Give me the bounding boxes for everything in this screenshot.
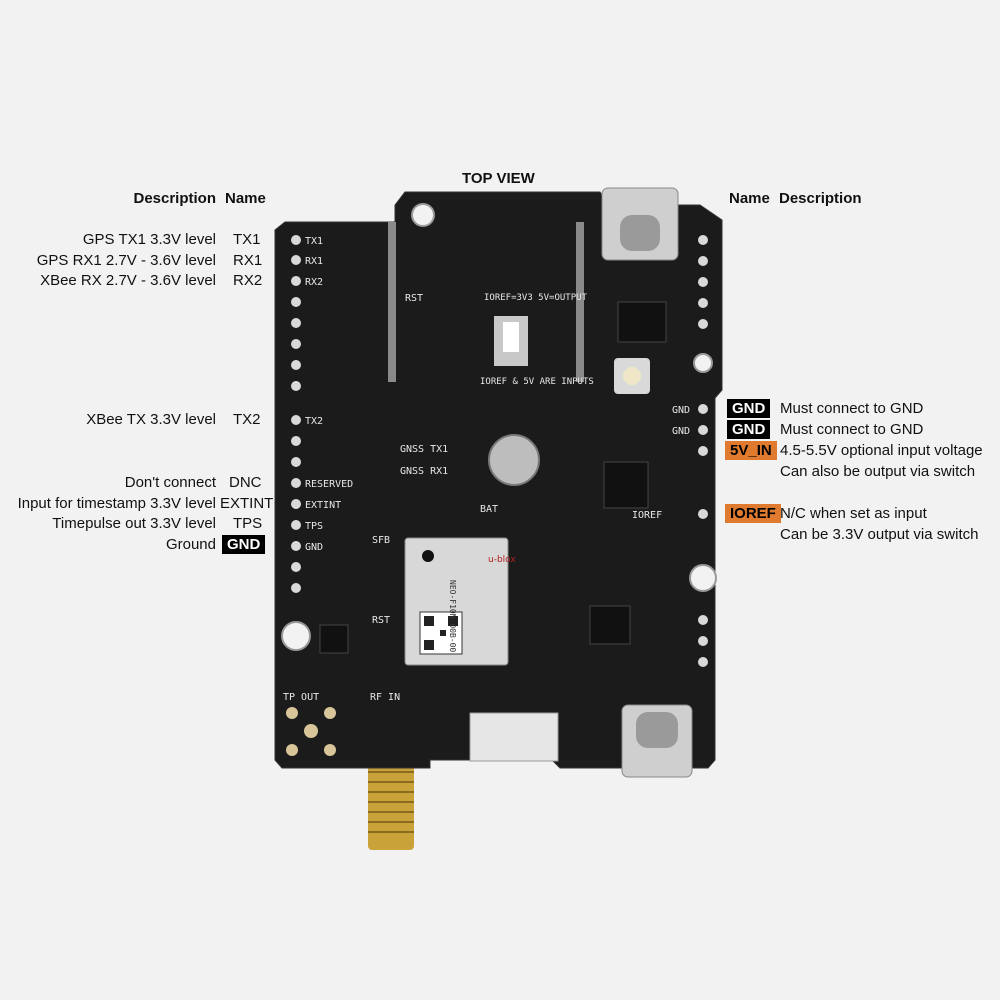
svg-text:RX1: RX1: [305, 256, 323, 267]
pin-description-gnd-1: Must connect to GND: [780, 400, 924, 417]
svg-text:RX2: RX2: [305, 277, 323, 288]
pin-name-extint: EXTINT: [220, 495, 274, 512]
svg-text:TX2: TX2: [305, 416, 323, 427]
pin-name-tps: TPS: [233, 515, 263, 532]
pin-description-tps: Timepulse out 3.3V level: [52, 515, 216, 532]
svg-text:RESERVED: RESERVED: [305, 479, 353, 490]
pin-name-gnd-1: GND: [727, 399, 771, 418]
gps-module: u-blox NEO-F10N-00B-00: [404, 537, 516, 666]
svg-text:RF IN: RF IN: [370, 692, 400, 703]
pin-description-gnd-2: Must connect to GND: [780, 421, 924, 438]
svg-text:RST: RST: [405, 293, 423, 304]
svg-text:TP OUT: TP OUT: [283, 692, 319, 703]
svg-text:GND: GND: [672, 405, 690, 416]
left-description-header: Description: [133, 190, 216, 207]
module-part: NEO-F10N-00B-00: [448, 580, 457, 652]
pin-description-5v-in: 4.5-5.5V optional input voltage: [780, 442, 983, 459]
pin-description-extint: Input for timestamp 3.3V level: [17, 495, 216, 512]
pin-description-tx1: GPS TX1 3.3V level: [82, 231, 216, 248]
pin-name-rx1: RX1: [233, 252, 263, 269]
pin-description-rx1: GPS RX1 2.7V - 3.6V level: [36, 252, 216, 269]
pin-description-ioref-2: Can be 3.3V output via switch: [780, 526, 979, 543]
svg-text:RST: RST: [372, 615, 390, 626]
right-description-header: Description: [779, 190, 862, 207]
pixhawk-connector: [469, 712, 559, 762]
pin-name-dnc: DNC: [229, 474, 262, 491]
pin-description-gnd: Ground: [165, 536, 216, 553]
pin-name-rx2: RX2: [233, 272, 263, 289]
page-title: TOP VIEW: [462, 170, 535, 187]
module-brand: u-blox: [488, 555, 516, 565]
usb-c-bottom: [621, 704, 693, 778]
svg-text:IOREF & 5V ARE INPUTS: IOREF & 5V ARE INPUTS: [480, 377, 594, 387]
pin-name-tx1: TX1: [233, 231, 261, 248]
coin-battery: [488, 434, 540, 486]
right-name-header: Name: [729, 190, 770, 207]
svg-text:GND: GND: [672, 426, 690, 437]
svg-text:EXTINT: EXTINT: [305, 500, 341, 511]
svg-text:GNSS TX1: GNSS TX1: [400, 444, 448, 455]
svg-text:TPS: TPS: [305, 521, 323, 532]
pin-name-tx2: TX2: [233, 411, 261, 428]
svg-text:TX1: TX1: [305, 236, 323, 247]
pin-description-5v-in-2: Can also be output via switch: [780, 463, 976, 480]
svg-text:GNSS RX1: GNSS RX1: [400, 466, 448, 477]
svg-text:BAT: BAT: [480, 504, 498, 515]
pin-name-gnd: GND: [222, 535, 266, 554]
usb-c-top: [601, 187, 679, 261]
left-name-header: Name: [225, 190, 266, 207]
pin-name-ioref: IOREF: [725, 504, 781, 523]
pin-description-dnc: Don't connect: [124, 474, 216, 491]
svg-text:SFB: SFB: [372, 535, 390, 546]
svg-text:IOREF=3V3 5V=OUTPUT: IOREF=3V3 5V=OUTPUT: [484, 293, 588, 303]
pin-description-rx2: XBee RX 2.7V - 3.6V level: [40, 272, 216, 289]
pin-name-gnd-2: GND: [727, 420, 771, 439]
pin-description-tx2: XBee TX 3.3V level: [86, 411, 216, 428]
pin-description-ioref: N/C when set as input: [780, 505, 927, 522]
pin-name-5v-in: 5V_IN: [725, 441, 777, 460]
svg-text:GND: GND: [305, 542, 323, 553]
svg-text:IOREF: IOREF: [632, 510, 662, 521]
